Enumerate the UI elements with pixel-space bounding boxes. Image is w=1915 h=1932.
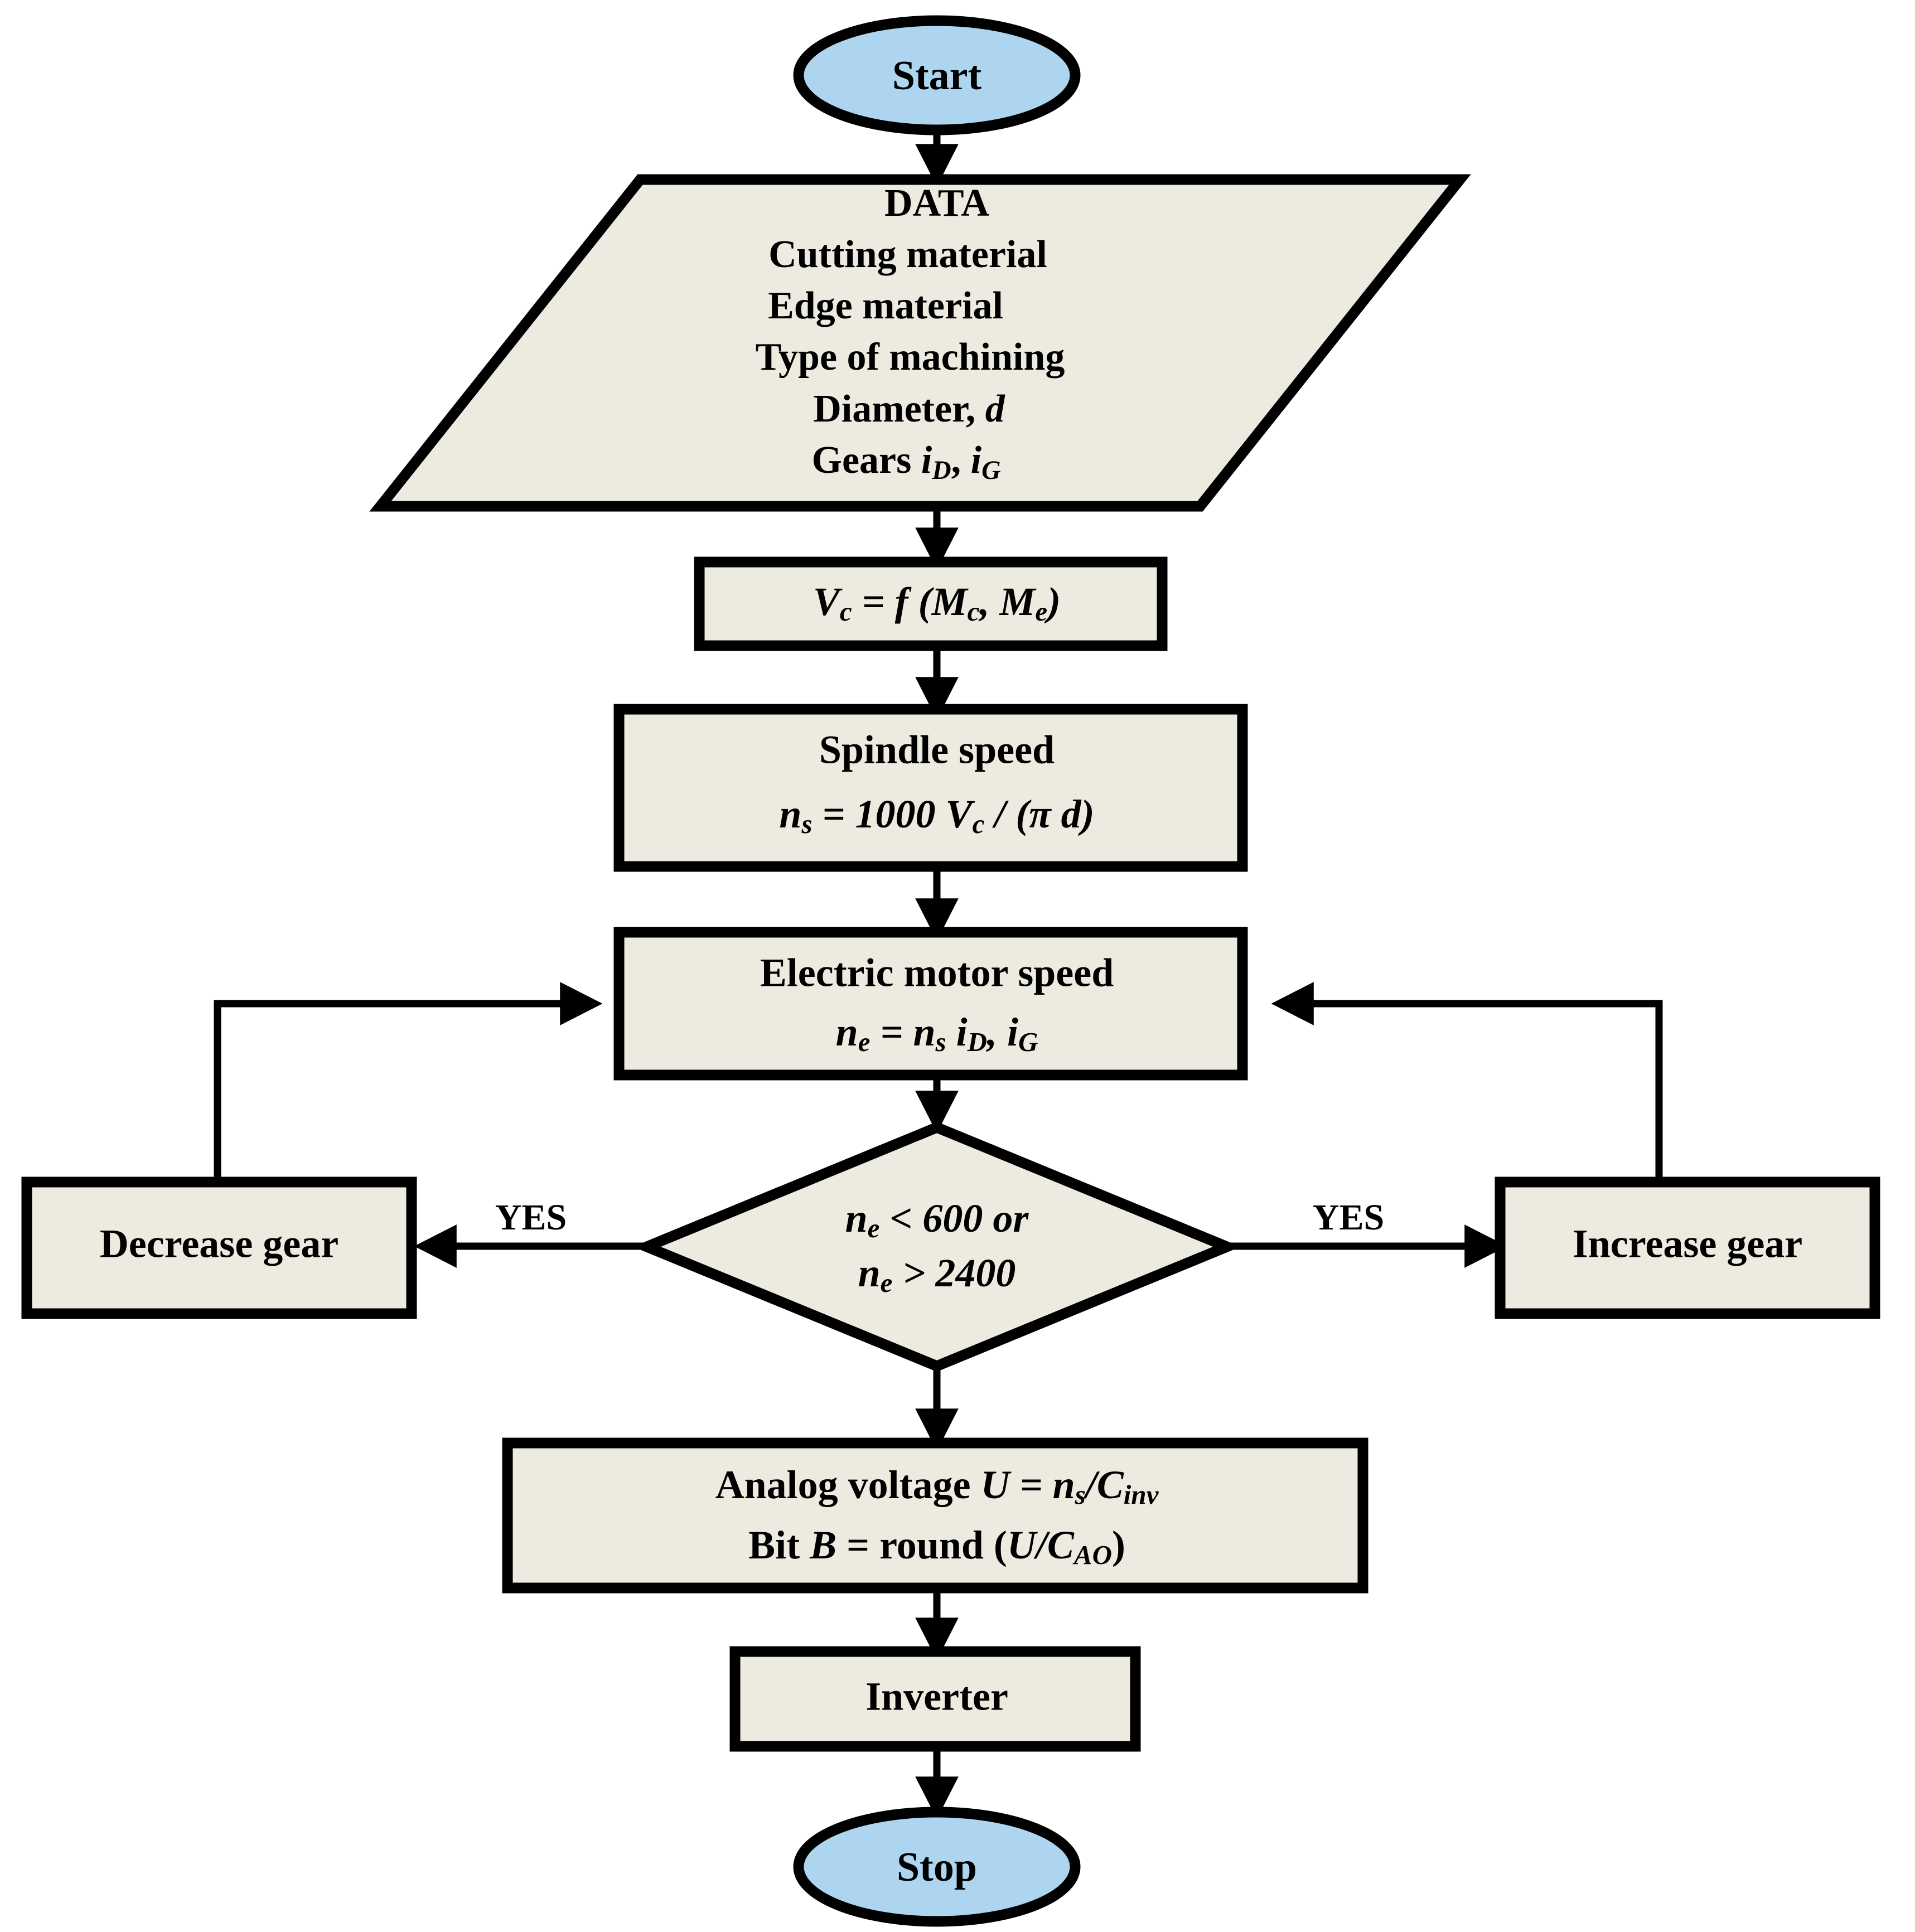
node-inverter-label: Inverter bbox=[865, 1674, 1008, 1719]
edge-label-yes-right: YES bbox=[1313, 1197, 1384, 1238]
node-data-line-2: Edge material bbox=[768, 284, 1003, 327]
connector-decrease-gear-feedback bbox=[214, 982, 603, 1183]
node-spindle-speed-formula: ns = 1000 Vc / (π d) bbox=[779, 792, 1094, 840]
node-data-line-3: Type of machining bbox=[756, 336, 1065, 379]
node-data-shape[interactable] bbox=[369, 174, 1471, 512]
node-analog-voltage-line-2: Bit B = round (U/CAO) bbox=[748, 1523, 1125, 1571]
node-inverter-shape[interactable] bbox=[729, 1646, 1141, 1752]
node-decision-shape[interactable] bbox=[633, 1121, 1241, 1372]
node-increase-gear-label: Increase gear bbox=[1573, 1222, 1803, 1266]
node-motor-speed-title: Electric motor speed bbox=[760, 951, 1114, 995]
node-decrease-gear-label: Decrease gear bbox=[100, 1222, 338, 1266]
node-motor-speed-shape[interactable] bbox=[613, 927, 1248, 1081]
node-spindle-speed-title: Spindle speed bbox=[819, 728, 1055, 772]
node-decrease-gear-shape[interactable] bbox=[21, 1176, 417, 1319]
node-decision-line-2: ne > 2400 bbox=[858, 1251, 1016, 1299]
node-motor-speed-formula: ne = ns iD, iG bbox=[836, 1010, 1038, 1058]
connector-increase-gear-feedback bbox=[1271, 982, 1663, 1183]
node-increase-gear-shape[interactable] bbox=[1495, 1176, 1880, 1319]
node-data-line-gears: Gears iD, iG bbox=[812, 439, 1001, 485]
node-start-label: Start bbox=[892, 53, 982, 99]
node-spindle-speed-shape[interactable] bbox=[613, 704, 1248, 872]
node-data-line-0: DATA bbox=[884, 182, 989, 225]
node-decision-line-1: ne < 600 or bbox=[845, 1196, 1029, 1244]
edge-label-yes-left: YES bbox=[495, 1197, 567, 1238]
node-cutting-speed-formula: Vc = f (Mc, Me) bbox=[813, 579, 1061, 627]
node-analog-voltage-shape[interactable] bbox=[502, 1437, 1368, 1594]
node-data-line-1: Cutting material bbox=[768, 233, 1047, 276]
node-stop-label: Stop bbox=[897, 1844, 977, 1890]
node-data-line-diameter: Diameter, d bbox=[813, 388, 1005, 430]
node-stop-shape[interactable] bbox=[793, 1807, 1081, 1927]
node-start-shape[interactable] bbox=[793, 15, 1081, 135]
node-cutting-speed-shape[interactable] bbox=[694, 556, 1168, 651]
node-analog-voltage-line-1: Analog voltage U = ns/Cinv bbox=[715, 1463, 1159, 1510]
